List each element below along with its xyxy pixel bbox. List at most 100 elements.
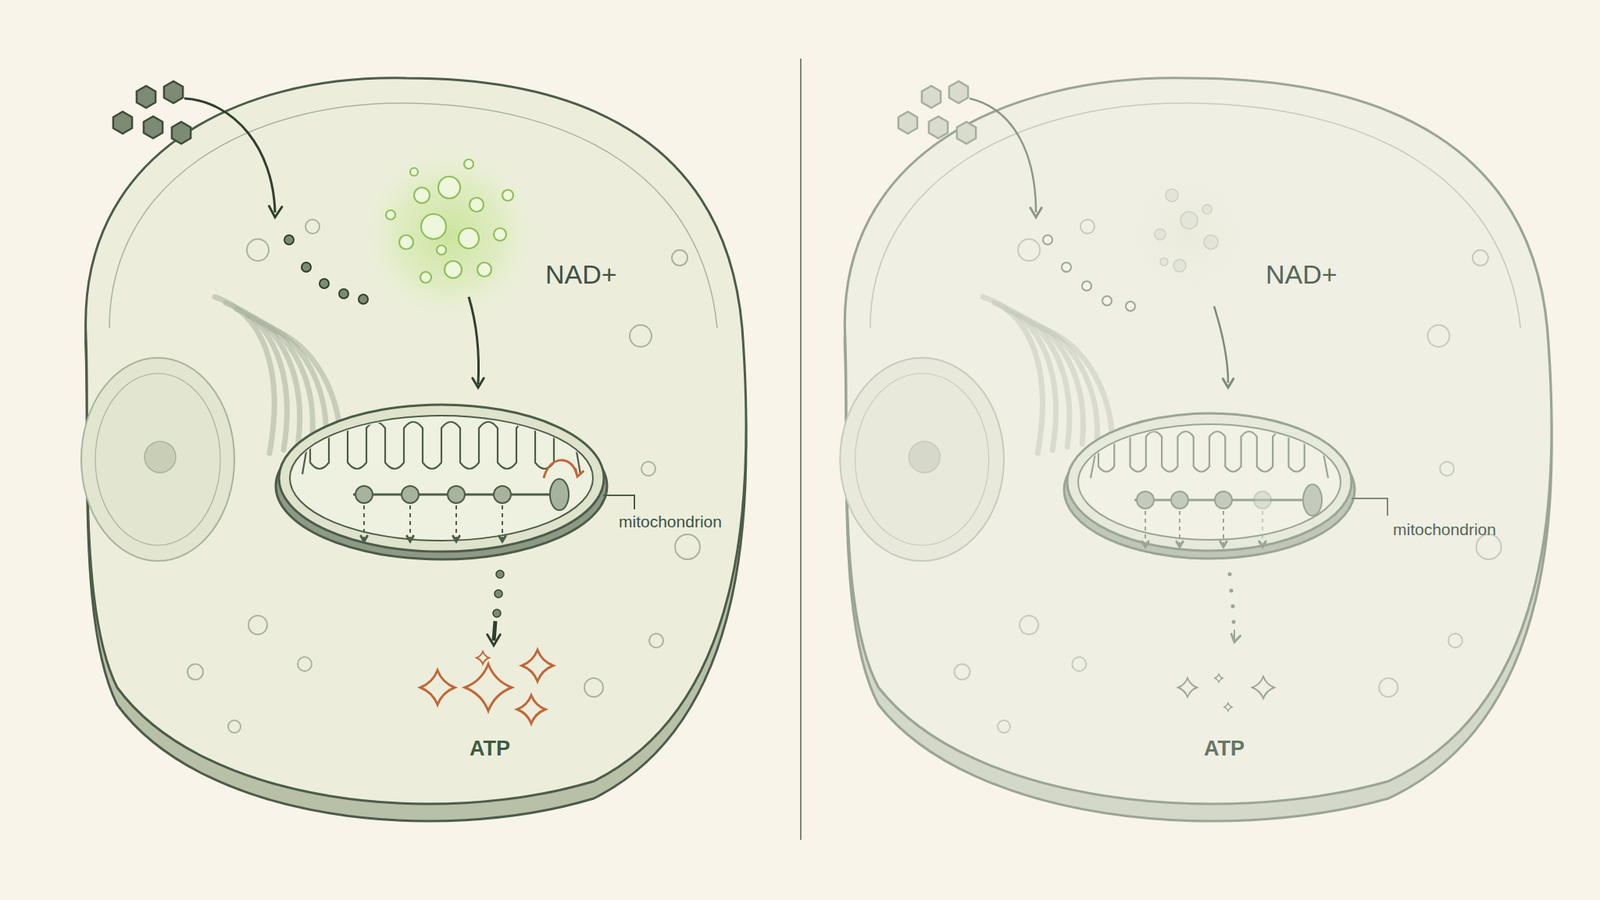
- atp-dot: [496, 570, 504, 579]
- vesicle: [187, 664, 204, 680]
- endoplasmic-reticulum: [1041, 328, 1112, 438]
- nad-molecule: [1165, 189, 1179, 202]
- arrow-head: [453, 535, 460, 542]
- mitochondrion-outer: [1067, 413, 1352, 551]
- arrow-head: [1259, 541, 1266, 547]
- atp-arrow: [493, 621, 496, 641]
- atp-dot: [1228, 572, 1233, 577]
- atp-star: [464, 664, 512, 711]
- nad-molecule: [410, 167, 418, 176]
- vesicle: [248, 615, 268, 635]
- vesicle: [246, 239, 269, 261]
- vesicle: [1448, 633, 1463, 648]
- metabolite-dot: [339, 289, 349, 299]
- vesicle: [629, 325, 652, 347]
- nad-molecule: [1173, 259, 1186, 272]
- glucose-hexagon: [957, 121, 976, 144]
- vesicle: [1439, 461, 1454, 476]
- vesicle: [675, 534, 700, 560]
- metabolite-dot: [1042, 235, 1053, 245]
- molecule-label: ATP: [469, 737, 511, 761]
- leader-line: [603, 495, 635, 510]
- proton-flow: [363, 505, 365, 540]
- vesicle: [641, 461, 656, 476]
- proton-flow: [1261, 510, 1264, 546]
- complex: [355, 485, 373, 504]
- arrow-head: [472, 378, 484, 388]
- nad-molecule: [385, 210, 396, 220]
- nad-molecule: [1203, 235, 1218, 250]
- arrow-head: [499, 535, 506, 542]
- nad-arrow: [468, 296, 479, 385]
- complex: [1171, 491, 1189, 509]
- vesicle: [954, 664, 971, 680]
- organelle-label: mitochondrion: [1392, 520, 1497, 539]
- nad-molecule: [493, 228, 507, 241]
- molecule-label: NAD+: [1265, 260, 1338, 290]
- atp-dot: [1232, 620, 1236, 625]
- vesicle: [997, 720, 1011, 733]
- endoplasmic-reticulum: [1006, 309, 1070, 447]
- metabolite-dot: [1082, 281, 1092, 291]
- uptake-arrow: [969, 98, 1036, 213]
- nucleus: [81, 357, 235, 561]
- nucleus: [839, 357, 1004, 561]
- molecule-label: ATP: [1203, 737, 1245, 761]
- nad-molecule: [421, 214, 447, 240]
- vesicle: [1427, 325, 1450, 347]
- arrow-head: [268, 206, 282, 218]
- glucose-hexagon: [143, 116, 163, 139]
- endoplasmic-reticulum: [214, 296, 275, 454]
- complex: [401, 485, 419, 504]
- metabolite-dot: [1061, 262, 1072, 272]
- cell-membrane-inner: [109, 103, 718, 329]
- nucleolus: [144, 441, 176, 473]
- metabolite-dot: [284, 235, 294, 245]
- nad-molecule: [436, 245, 447, 255]
- proton-flow: [1222, 510, 1225, 546]
- nad-molecule: [1154, 228, 1166, 240]
- nucleus-envelope: [855, 373, 990, 546]
- cycle-arrow: [543, 460, 577, 479]
- molecule-label: NAD+: [545, 260, 618, 290]
- proton-flow: [409, 505, 411, 540]
- arrow-head: [1220, 541, 1227, 547]
- arrow-head: [1142, 541, 1149, 547]
- nad-molecule: [477, 262, 492, 277]
- mitochondrion-outer: [278, 404, 604, 552]
- metabolite-dot: [301, 262, 311, 272]
- complex: [1136, 491, 1154, 509]
- glucose-hexagon: [113, 111, 133, 134]
- atp-star: [1178, 678, 1197, 697]
- arrow-head: [1030, 207, 1042, 218]
- nad-glow: [1125, 171, 1250, 297]
- vesicle: [1017, 239, 1040, 261]
- nad-molecule: [399, 235, 414, 250]
- complex: [447, 485, 465, 504]
- arrow-head: [487, 634, 500, 646]
- complex: [493, 485, 511, 504]
- atp-star: [1214, 674, 1223, 683]
- nad-molecule: [444, 260, 462, 279]
- atp-dot: [492, 609, 501, 618]
- complex: [1253, 491, 1272, 509]
- decor-group: [81, 78, 1552, 822]
- metabolite-dot: [1125, 301, 1136, 311]
- vesicle: [297, 657, 312, 672]
- glucose-hexagon: [949, 81, 968, 104]
- metabolite-dot: [319, 278, 329, 289]
- arrow-head: [575, 468, 584, 477]
- nad-molecule: [1180, 211, 1198, 229]
- atp-star: [1224, 703, 1233, 711]
- vesicle: [584, 678, 604, 697]
- nad-molecule: [502, 189, 514, 201]
- proton-flow: [1144, 510, 1147, 546]
- atp-arrow: [1233, 629, 1236, 641]
- panel-divider: [800, 58, 802, 840]
- nucleolus: [908, 441, 940, 473]
- atp-synthase: [1303, 484, 1322, 516]
- vesicle: [1080, 219, 1095, 234]
- nad-molecule: [464, 159, 474, 169]
- arrow-head: [407, 535, 414, 542]
